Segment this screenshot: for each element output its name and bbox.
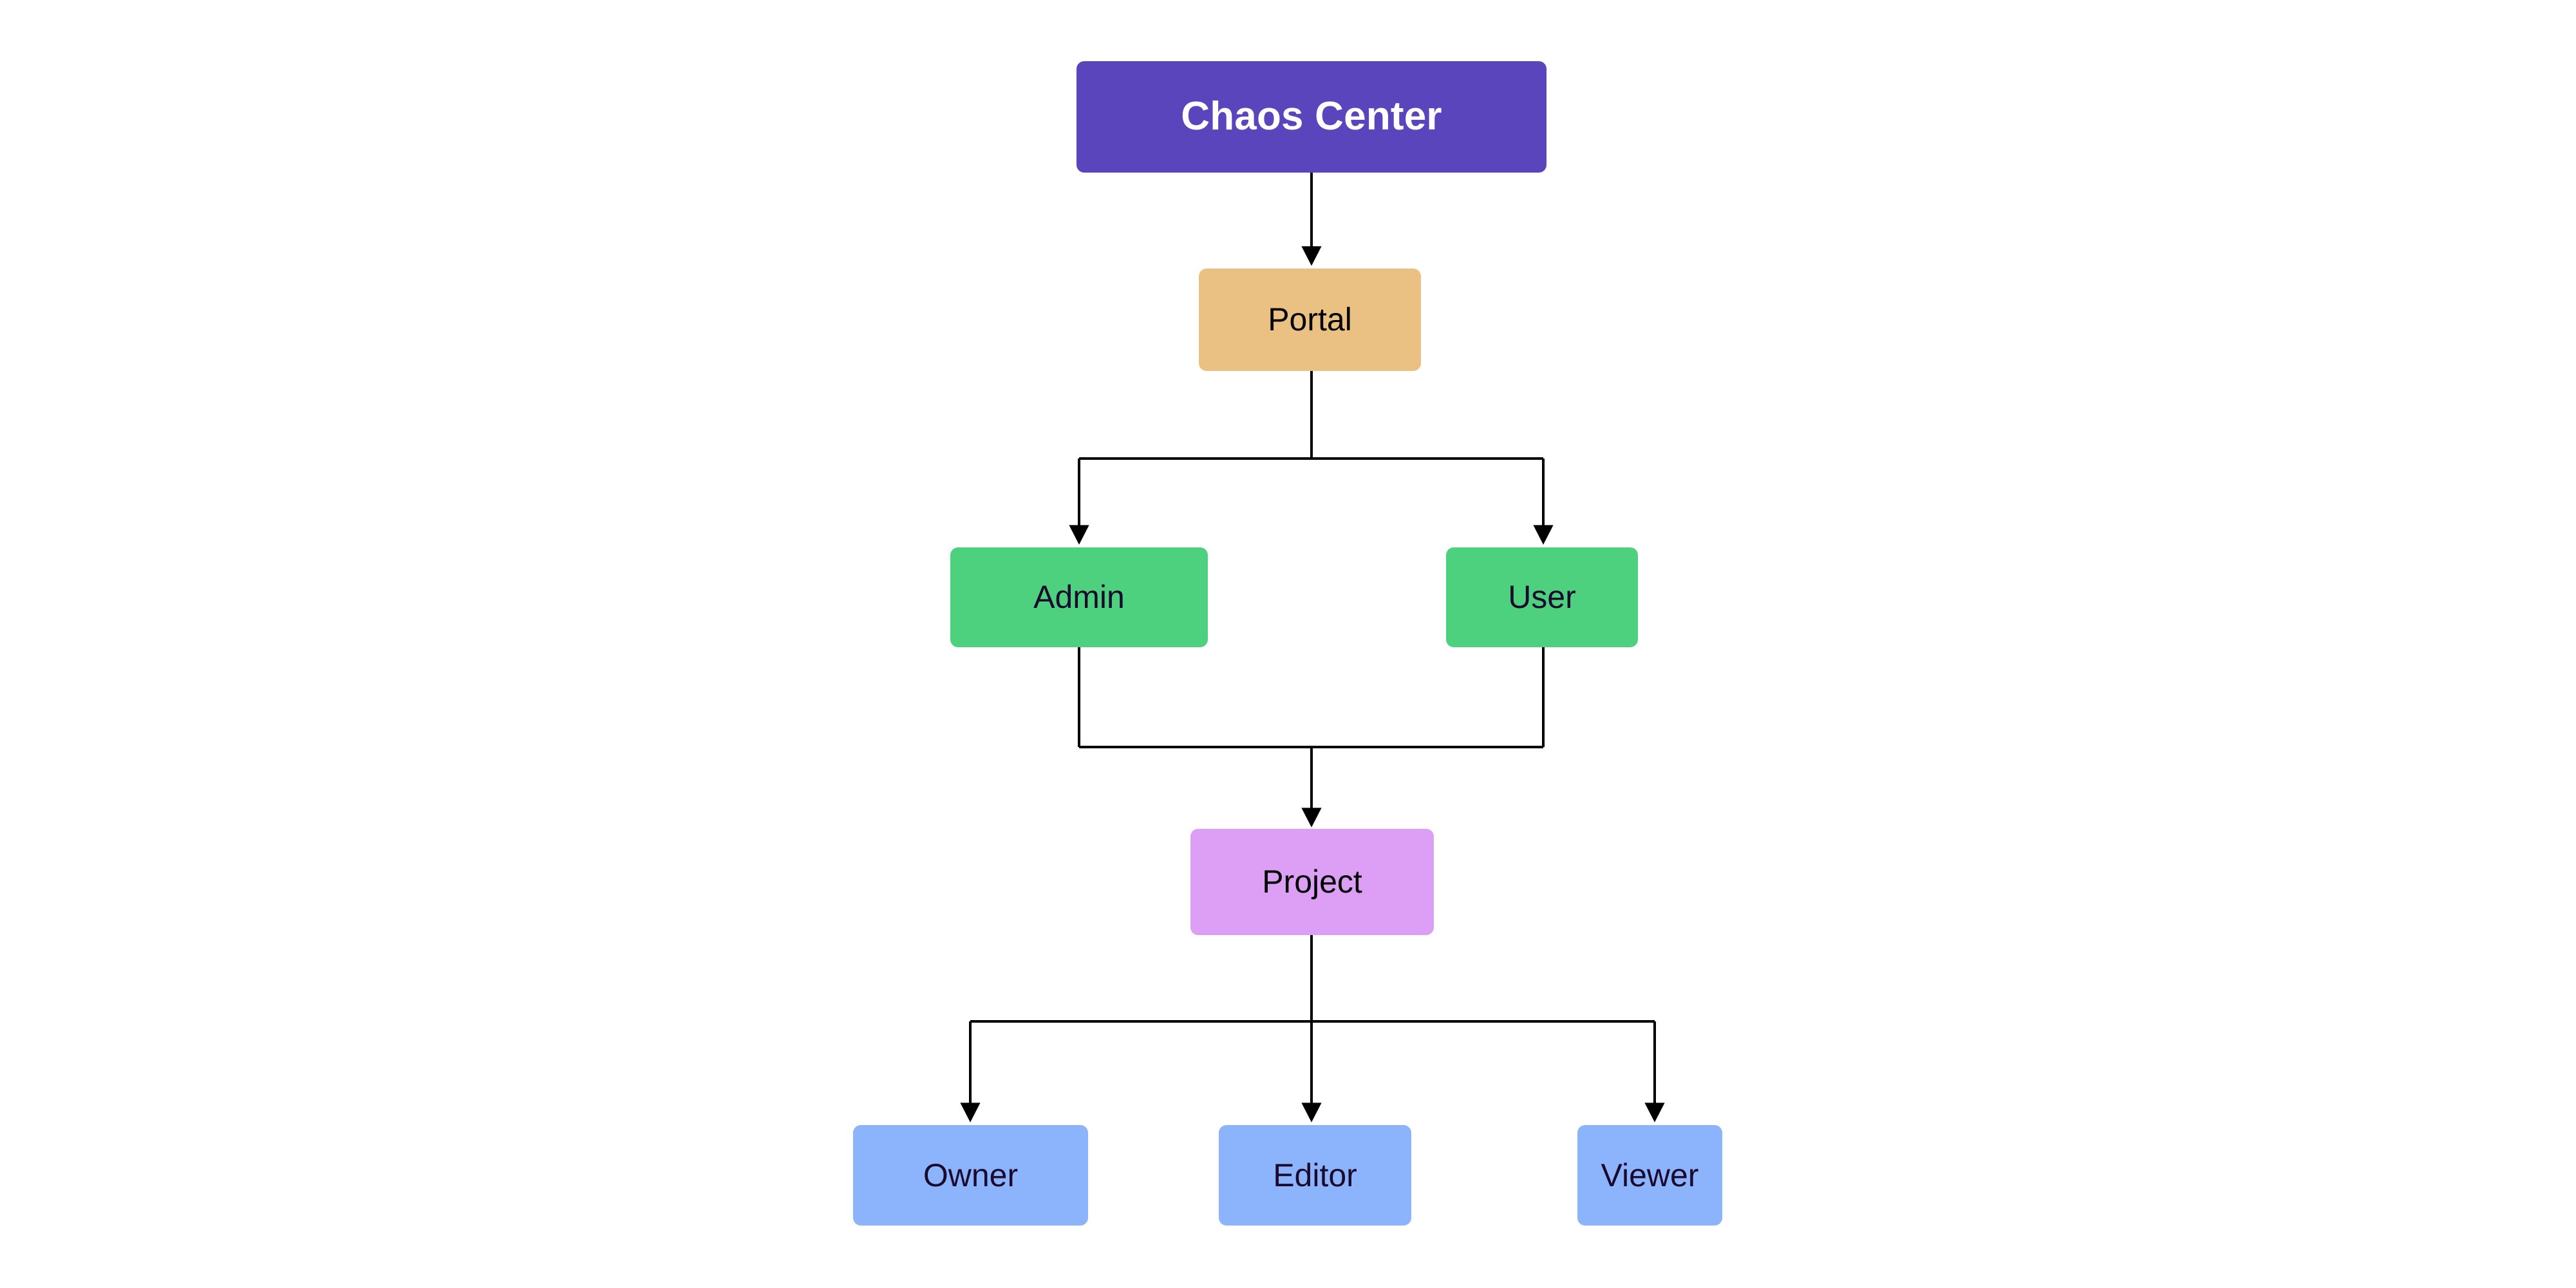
node-user[interactable]: User [1446, 547, 1638, 647]
node-portal[interactable]: Portal [1199, 269, 1421, 371]
node-owner[interactable]: Owner [853, 1125, 1088, 1226]
node-project[interactable]: Project [1190, 829, 1434, 935]
node-viewer[interactable]: Viewer [1577, 1125, 1722, 1226]
node-viewer-label: Viewer [1601, 1157, 1699, 1193]
node-user-label: User [1508, 579, 1576, 615]
node-editor-label: Editor [1273, 1157, 1357, 1193]
node-owner-label: Owner [923, 1157, 1019, 1193]
node-project-label: Project [1262, 864, 1362, 900]
node-chaos-center[interactable]: Chaos Center [1076, 61, 1547, 173]
node-chaos-center-label: Chaos Center [1181, 94, 1442, 139]
node-portal-label: Portal [1268, 301, 1352, 337]
node-admin[interactable]: Admin [950, 547, 1208, 647]
node-admin-label: Admin [1033, 579, 1125, 615]
node-editor[interactable]: Editor [1219, 1125, 1411, 1226]
